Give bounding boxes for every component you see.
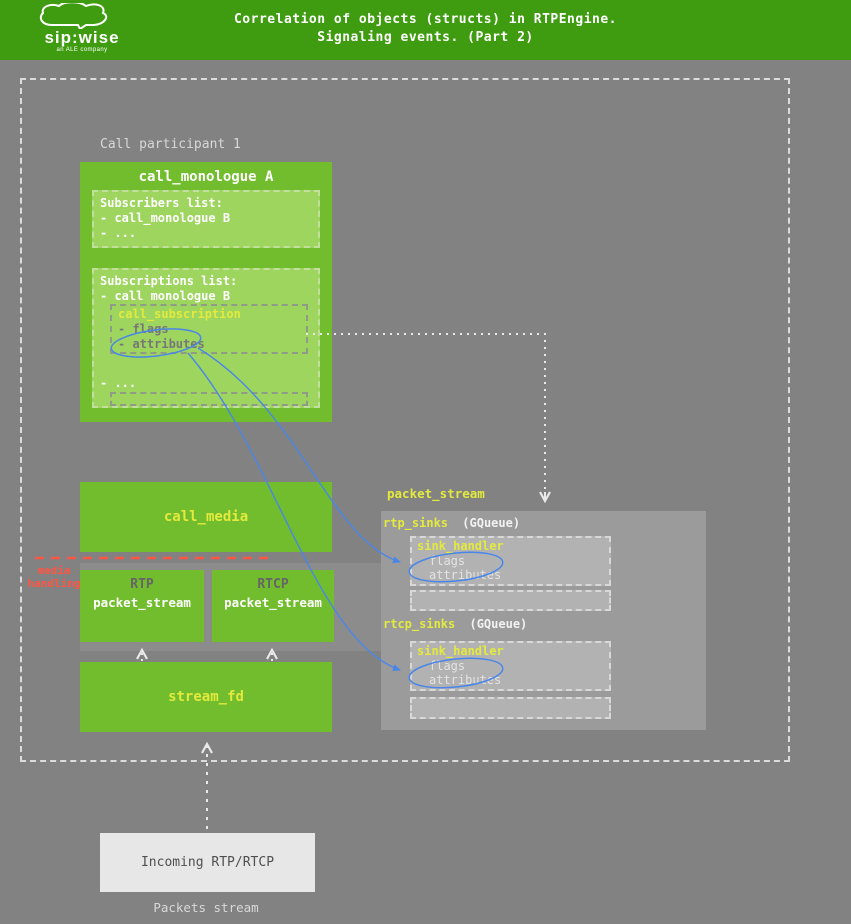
slide-title: Correlation of objects (structs) in RTPE… (0, 11, 851, 47)
rtcp-packet-stream-title: packet_stream (224, 595, 322, 610)
slide-title-line2: Signaling events. (Part 2) (317, 30, 534, 45)
media-handling-line1: media (37, 564, 71, 577)
sink-handler-flags: flags (429, 553, 466, 568)
rtcp-sink-placeholder-box (410, 697, 611, 719)
rtcp-sink-handler-box: sink_handler flags attributes (410, 641, 611, 691)
rtcp-sinks-row: rtcp_sinks (GQueue) (383, 617, 527, 631)
packets-stream-label: Packets stream (153, 900, 259, 915)
rtp-label: RTP (130, 577, 154, 592)
sink-handler-title: sink_handler (417, 539, 504, 553)
rtp-sink-handler-box: sink_handler flags attributes (410, 536, 611, 586)
rtcp-packet-stream-box: RTCP packet_stream (212, 570, 334, 642)
logo-subtext: an ALE company (56, 47, 108, 53)
subscriptions-item: - call monologue B (100, 289, 231, 303)
call-monologue-title: call_monologue A (138, 169, 274, 185)
subscribers-title: Subscribers list: (100, 196, 223, 210)
packet-stream-panel: rtp_sinks (GQueue) sink_handler flags at… (381, 511, 706, 730)
subscriptions-list-box: Subscriptions list: - call monologue B c… (92, 268, 320, 408)
sipwise-logo: sip:wise an ALE company (26, 2, 138, 58)
rtp-packet-stream-box: RTP packet_stream (80, 570, 204, 642)
rtp-packet-stream-title: packet_stream (93, 595, 191, 610)
subscribers-list-box: Subscribers list: - call_monologue B - .… (92, 190, 320, 248)
stream-fd-box: stream_fd (80, 662, 332, 732)
rtcp-sinks-name: rtcp_sinks (383, 617, 456, 631)
packet-stream-panel-title: packet_stream (387, 486, 485, 501)
subscriptions-more: - ... (100, 376, 137, 390)
rtp-sinks-name: rtp_sinks (383, 516, 449, 530)
rtp-sinks-row: rtp_sinks (GQueue) (383, 516, 520, 530)
slide-title-line1: Correlation of objects (structs) in RTPE… (233, 12, 618, 27)
sink-handler-flags: flags (429, 658, 466, 673)
call-subscription-attributes: - attributes (118, 337, 205, 351)
call-subscription-box: call_subscription - flags - attributes (110, 304, 308, 354)
rtcp-sinks-type: (GQueue) (469, 617, 528, 631)
sink-handler-title: sink_handler (417, 644, 504, 658)
rtcp-label: RTCP (257, 577, 289, 592)
sink-handler-attributes: attributes (429, 568, 502, 582)
subscribers-item: - call_monologue B (100, 211, 231, 225)
subscriptions-title: Subscriptions list: (100, 274, 238, 288)
subscribers-item: - ... (100, 226, 137, 240)
call-subscription-title: call_subscription (118, 307, 241, 321)
rtp-sinks-type: (GQueue) (462, 516, 521, 530)
call-monologue-box: call_monologue A Subscribers list: - cal… (80, 162, 332, 422)
call-subscription-placeholder-box (110, 392, 308, 406)
logo-cloud-icon (39, 3, 108, 29)
call-media-box: call_media (80, 482, 332, 552)
header-bar: sip:wise an ALE company Correlation of o… (0, 0, 851, 60)
diagram-outer-frame (20, 78, 790, 762)
call-subscription-flags: - flags (118, 322, 169, 336)
rtp-sink-placeholder-box (410, 590, 611, 611)
incoming-rtp-rtcp-box: Incoming RTP/RTCP (100, 833, 315, 892)
call-participant-label: Call participant 1 (100, 137, 241, 152)
logo-text: sip:wise (44, 28, 120, 47)
sink-handler-attributes: attributes (429, 673, 502, 687)
media-handling-label: media handling (22, 564, 86, 590)
media-handling-line2: handling (27, 577, 81, 590)
